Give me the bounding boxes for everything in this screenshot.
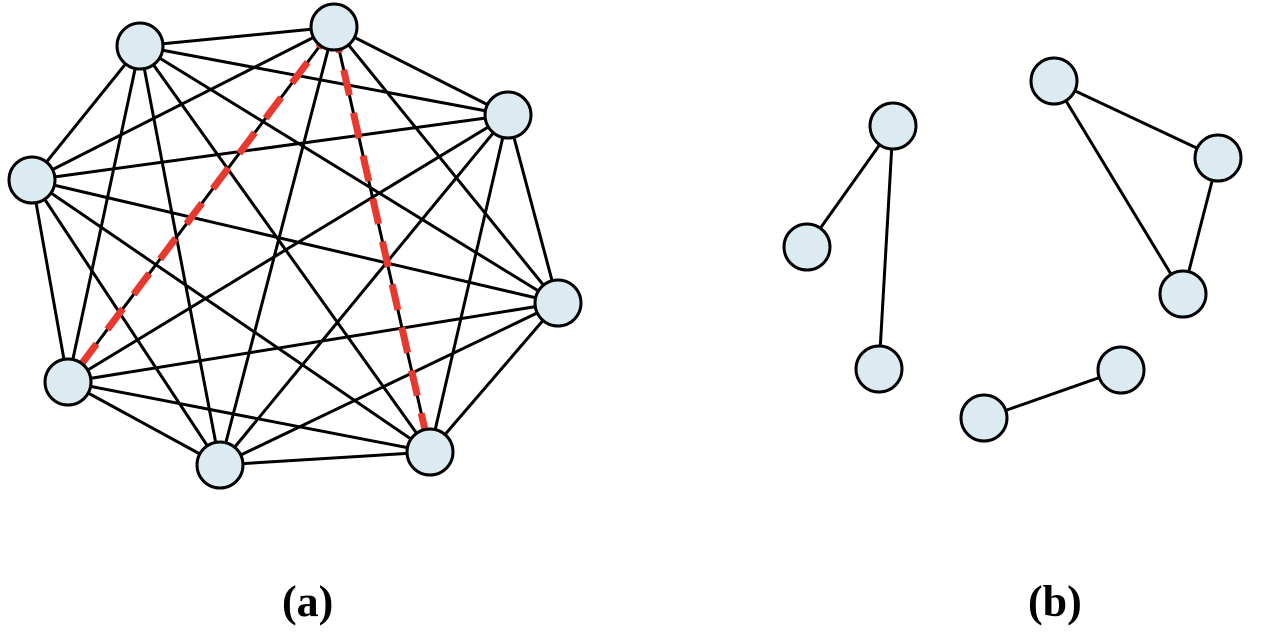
panel-a-nodes [7, 2, 583, 490]
panel-a-edges [30, 25, 560, 467]
graph-edge [333, 25, 509, 117]
graph-node [854, 344, 904, 394]
graph-edge [31, 178, 559, 305]
graph-edge [218, 114, 510, 466]
graph-node [483, 90, 533, 140]
graph-edge [31, 25, 335, 182]
graph-edge [219, 301, 559, 467]
panel-b-label: (b) [1028, 577, 1082, 626]
graph-edge [218, 26, 336, 466]
graph-edge [67, 380, 221, 467]
panel-a-graph [7, 2, 583, 490]
graph-node [533, 278, 583, 328]
graph-edge [30, 179, 222, 466]
graph-edge [66, 45, 142, 383]
graph-edge [1052, 80, 1185, 295]
graph-edge [67, 380, 431, 454]
graph-node [868, 101, 918, 151]
graph-edge [805, 125, 895, 248]
graph-edge [138, 45, 222, 466]
panel-b-nodes [782, 56, 1243, 443]
graph-node [115, 21, 165, 71]
graph-node [1193, 133, 1243, 183]
graph-edge [139, 25, 335, 48]
highlighted-edge [330, 26, 434, 453]
graph-node [1158, 269, 1208, 319]
graph-node [959, 393, 1009, 443]
graph-edge [428, 302, 560, 453]
graph-node [43, 357, 93, 407]
graph-edge [67, 113, 509, 384]
graph-node [1029, 56, 1079, 106]
graph-node [782, 222, 832, 272]
graph-edge [31, 113, 509, 182]
graph-node [7, 155, 57, 205]
graph-edge [139, 44, 509, 117]
panel-b-graph [782, 56, 1243, 443]
graph-edge [67, 301, 559, 384]
graph-edge [877, 125, 895, 370]
graph-edge [506, 114, 560, 304]
graph-node [309, 2, 359, 52]
panel-a-label: (a) [282, 577, 334, 626]
graph-edge [31, 178, 431, 454]
graph-edge [30, 45, 142, 181]
graph-edge [332, 26, 560, 304]
graph-edge [1053, 79, 1219, 160]
graph-node [195, 440, 245, 490]
graph-node [405, 427, 455, 477]
graph-edge [219, 450, 431, 467]
graph-node [1096, 345, 1146, 395]
graph-edge [30, 179, 70, 383]
highlighted-edge [65, 24, 337, 385]
panel-a-highlighted-edges [65, 24, 434, 453]
